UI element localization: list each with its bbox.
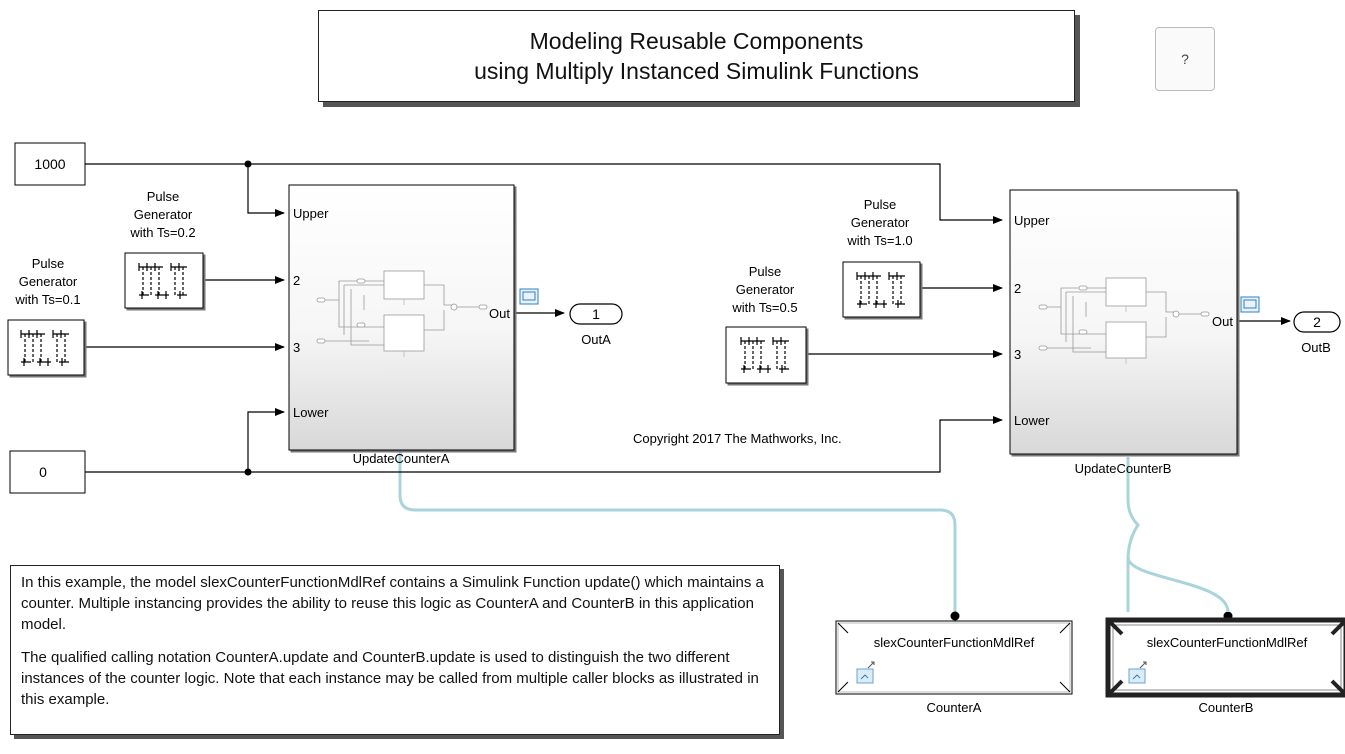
pulse-generator-ts05-labels: Pulse Generator with Ts=0.5 [731, 264, 797, 315]
pulse-generator-ts10-label-1: Pulse [864, 197, 897, 212]
model-reference-a-model: slexCounterFunctionMdlRef [874, 635, 1035, 650]
pulse-generator-ts01-labels: Pulse Generator with Ts=0.1 [14, 256, 80, 307]
pulse-generator-ts10-label-3: with Ts=1.0 [846, 233, 912, 248]
signal-viewer-icon[interactable] [1240, 296, 1260, 313]
outport-b-name: OutB [1301, 340, 1331, 355]
signal-lines [84, 163, 1291, 473]
pulse-generator-ts05-label-1: Pulse [749, 264, 782, 279]
port-label-3-a: 3 [293, 340, 300, 355]
port-label-2-a: 2 [293, 273, 300, 288]
pulse-generator-ts05-label-2: Generator [736, 282, 795, 297]
model-reference-counter-a[interactable]: slexCounterFunctionMdlRef [835, 620, 1073, 695]
outport-a[interactable]: 1 [569, 303, 623, 325]
pulse-generator-ts10[interactable] [842, 261, 921, 318]
description-paragraph-2: The qualified calling notation CounterA.… [21, 649, 759, 708]
port-label-3-b: 3 [1014, 347, 1021, 362]
outport-b-number: 2 [1313, 314, 1321, 330]
pulse-generator-ts05[interactable] [725, 326, 807, 384]
pulse-generator-ts10-labels: Pulse Generator with Ts=1.0 [846, 197, 912, 248]
model-reference-a-name: CounterA [927, 700, 982, 715]
port-label-lower-a: Lower [293, 405, 329, 420]
function-link-counterB[interactable] [1126, 457, 1140, 612]
pulse-generator-ts05-label-3: with Ts=0.5 [731, 300, 797, 315]
pulse-generator-ts01-label-1: Pulse [32, 256, 65, 271]
model-reference-b-name: CounterB [1199, 700, 1254, 715]
title-line-1: Modeling Reusable Components [529, 28, 864, 54]
constant-block-upper[interactable]: 1000 [14, 142, 86, 186]
title-line-2: using Multiply Instanced Simulink Functi… [474, 58, 919, 84]
model-reference-link-icon [856, 661, 875, 684]
port-label-upper-a: Upper [293, 206, 329, 221]
outport-a-number: 1 [592, 306, 600, 322]
pulse-generator-ts02[interactable] [124, 252, 204, 309]
port-label-upper-b: Upper [1014, 213, 1050, 228]
description-annotation: In this example, the model slexCounterFu… [10, 565, 780, 735]
help-button[interactable]: ? [1155, 27, 1215, 91]
signal-viewer-icon[interactable] [519, 288, 539, 305]
model-reference-link-icon [1128, 661, 1147, 684]
subsystem-name-a: UpdateCounterA [353, 451, 450, 466]
constant-value-upper: 1000 [34, 156, 65, 172]
pulse-generator-ts01-label-3: with Ts=0.1 [14, 292, 80, 307]
branch-point-lower [244, 468, 252, 476]
pulse-generator-ts02-labels: Pulse Generator with Ts=0.2 [129, 189, 195, 240]
title-annotation: Modeling Reusable Components using Multi… [318, 10, 1075, 102]
function-link-counterA[interactable] [398, 452, 957, 612]
pulse-generator-ts10-label-2: Generator [851, 215, 910, 230]
constant-block-lower[interactable]: 0 [9, 450, 86, 494]
port-label-out-a: Out [489, 306, 510, 321]
outport-a-name: OutA [581, 332, 611, 347]
subsystem-update-counter-b[interactable]: Upper 2 3 Lower Out [1009, 189, 1238, 455]
port-label-2-b: 2 [1014, 281, 1021, 296]
pulse-generator-ts02-label-1: Pulse [147, 189, 180, 204]
description-paragraph-1: In this example, the model slexCounterFu… [21, 574, 764, 633]
copyright-text: Copyright 2017 The Mathworks, Inc. [633, 431, 842, 446]
port-label-out-b: Out [1212, 314, 1233, 329]
pulse-generator-ts01-label-2: Generator [19, 274, 78, 289]
port-label-lower-b: Lower [1014, 413, 1050, 428]
outport-b[interactable]: 2 [1293, 311, 1341, 333]
pulse-generator-ts02-label-2: Generator [134, 207, 193, 222]
model-reference-b-model: slexCounterFunctionMdlRef [1147, 635, 1308, 650]
pulse-generator-ts01[interactable] [7, 319, 85, 376]
model-reference-counter-b[interactable]: slexCounterFunctionMdlRef [1105, 617, 1345, 698]
pulse-generator-ts02-label-3: with Ts=0.2 [129, 225, 195, 240]
branch-point-upper [244, 160, 252, 168]
subsystem-update-counter-a[interactable]: Upper 2 3 Lower Out [288, 184, 515, 451]
subsystem-name-b: UpdateCounterB [1075, 461, 1172, 476]
function-link-endpoint-a [950, 611, 960, 621]
constant-value-lower: 0 [39, 464, 47, 480]
function-link-counterB-curve [1126, 556, 1230, 613]
